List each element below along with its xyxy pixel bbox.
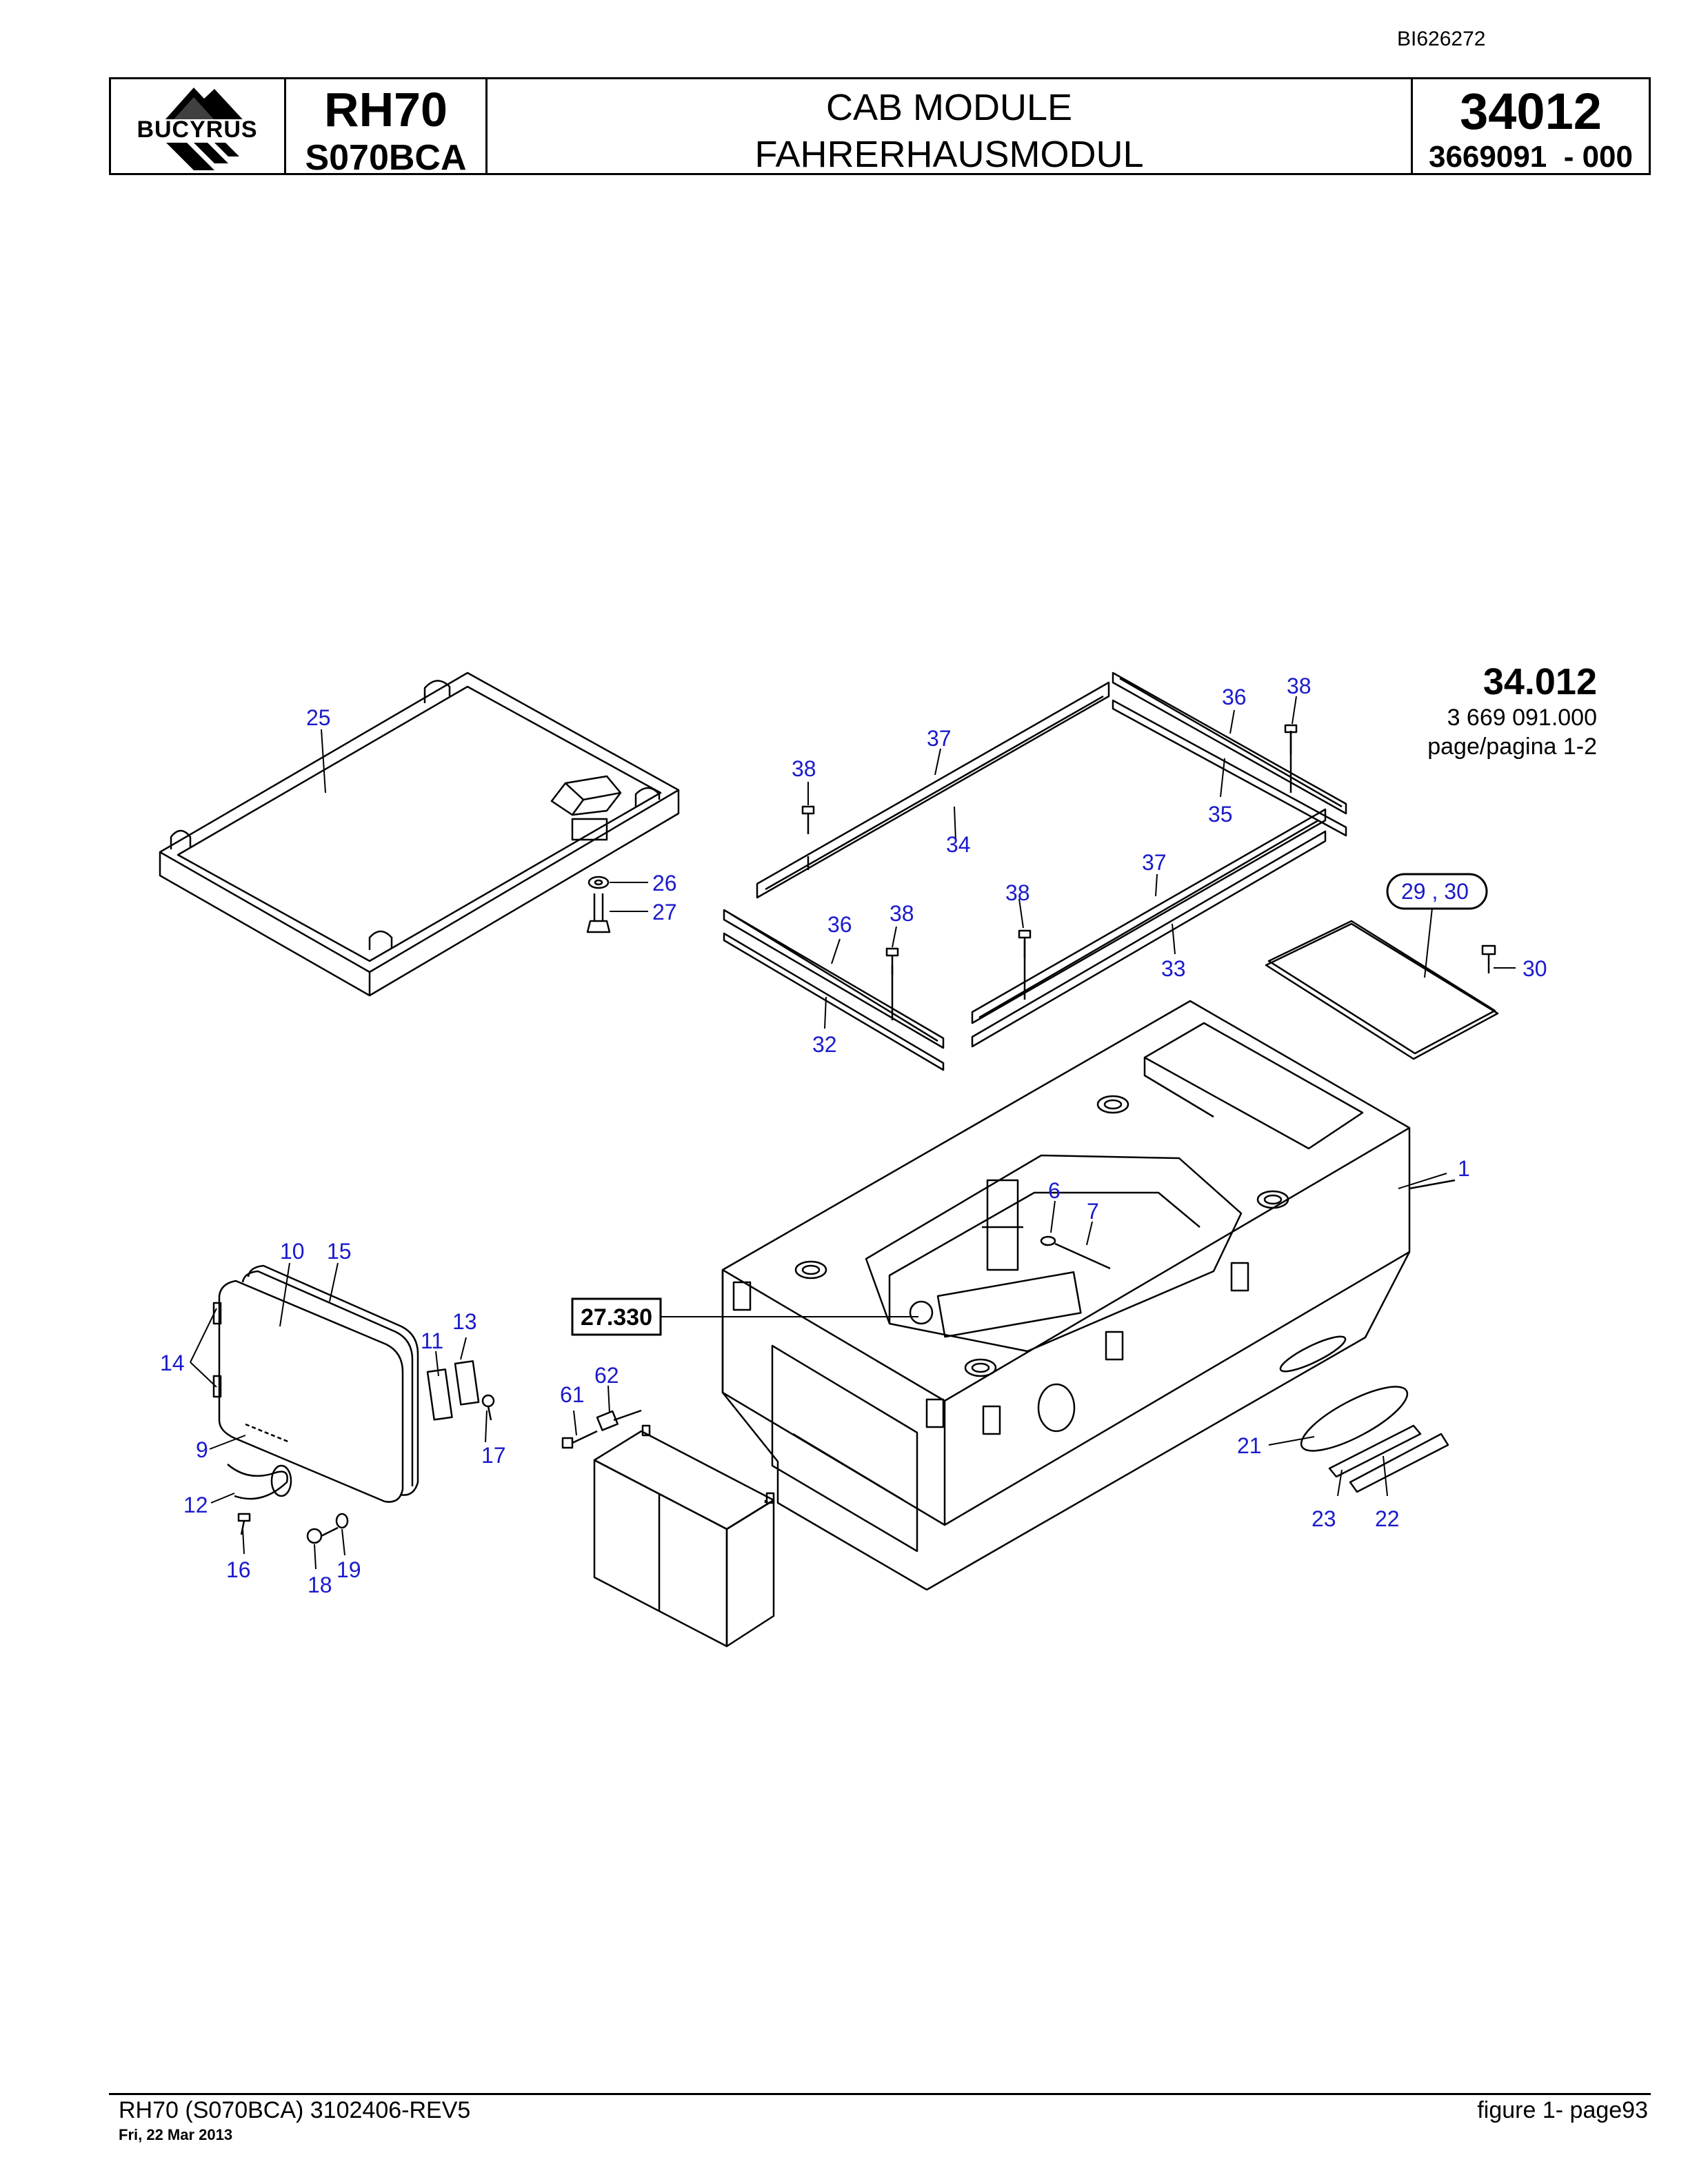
callout-14: 14 — [160, 1351, 185, 1375]
footer-date: Fri, 22 Mar 2013 — [119, 2126, 233, 2143]
callout-16: 16 — [226, 1557, 251, 1582]
reference-group: 34.012 — [1483, 661, 1597, 702]
callout-62: 62 — [594, 1363, 619, 1388]
title-english: CAB MODULE — [825, 87, 1073, 128]
callout-23: 23 — [1312, 1506, 1336, 1531]
callout-35: 35 — [1208, 802, 1233, 827]
callout-labels: 25 26 27 38 37 34 36 38 35 36 38 38 37 3… — [160, 674, 1547, 1597]
number-cell: 34012 3669091 - 000 — [1413, 79, 1649, 174]
callout-7: 7 — [1087, 1199, 1099, 1224]
callout-6: 6 — [1048, 1178, 1061, 1203]
callout-38-d: 38 — [1005, 880, 1030, 905]
callout-17: 17 — [481, 1443, 506, 1468]
callout-25: 25 — [306, 705, 331, 730]
callout-38-c: 38 — [890, 901, 914, 926]
callout-36-b: 36 — [827, 912, 852, 937]
capsule-frame — [1386, 873, 1488, 910]
side-door — [212, 1264, 419, 1503]
part-number: 3669091 - 000 — [1428, 140, 1634, 174]
callout-13: 13 — [452, 1309, 477, 1334]
bolts-38 — [801, 724, 1298, 975]
callout-29-30: 29 , 30 — [1401, 879, 1469, 904]
callout-12: 12 — [183, 1493, 208, 1517]
callout-33: 33 — [1161, 956, 1186, 981]
callout-38-b: 38 — [1287, 674, 1312, 698]
title-block: BUCYRUS RH70 S070BCA CAB MODULE FAHRERHA… — [109, 77, 1651, 178]
group-number: 34012 — [1460, 83, 1602, 140]
callout-18: 18 — [308, 1573, 332, 1597]
title-german: FAHRERHAUSMODUL — [754, 134, 1144, 175]
model-name: RH70 — [324, 83, 448, 136]
callout-22: 22 — [1375, 1506, 1400, 1531]
logo-cell: BUCYRUS — [111, 79, 286, 173]
callout-15: 15 — [327, 1239, 352, 1264]
model-code: S070BCA — [305, 138, 467, 178]
drawing-reference: 34.012 3 669 091.000 page/pagina 1-2 — [1427, 660, 1597, 761]
floor-tray-part — [159, 671, 680, 997]
reference-number: 3 669 091.000 — [1447, 705, 1597, 731]
callout-27: 27 — [652, 900, 677, 924]
callout-61: 61 — [560, 1382, 585, 1407]
reference-page: page/pagina 1-2 — [1427, 734, 1597, 760]
model-cell: RH70 S070BCA — [286, 79, 488, 178]
line-art — [159, 671, 1499, 1648]
logo-text: BUCYRUS — [137, 117, 257, 143]
callout-10: 10 — [280, 1239, 305, 1264]
callout-36-a: 36 — [1222, 685, 1247, 709]
cover-and-strips — [1300, 1386, 1449, 1493]
perforated-plate — [1265, 920, 1499, 1060]
electrical-box — [593, 1424, 775, 1648]
bolt-sleeve-61-62 — [561, 1409, 642, 1449]
frame-rails — [723, 671, 1347, 1071]
bucyrus-logo: BUCYRUS — [122, 88, 272, 170]
callout-1: 1 — [1458, 1156, 1470, 1181]
callout-34: 34 — [946, 832, 971, 857]
callout-32: 32 — [812, 1032, 837, 1057]
latches-11-13 — [426, 1360, 495, 1421]
document-id: BI626272 — [1397, 28, 1486, 50]
callout-21: 21 — [1237, 1433, 1262, 1458]
callout-37-a: 37 — [927, 726, 952, 751]
leader-lines — [190, 696, 1516, 1570]
bolts-16-18-19 — [237, 1513, 349, 1544]
washer-bolt-26-27 — [586, 876, 611, 933]
callout-11: 11 — [421, 1328, 443, 1353]
cab-module-body — [721, 1000, 1456, 1591]
callout-19: 19 — [336, 1557, 361, 1582]
callout-26: 26 — [652, 871, 677, 896]
footer-page: figure 1- page93 — [1477, 2097, 1648, 2123]
footer-document: RH70 (S070BCA) 3102406-REV5 — [119, 2097, 471, 2123]
callout-9: 9 — [196, 1437, 208, 1462]
callout-30: 30 — [1523, 956, 1547, 981]
callout-38-a: 38 — [792, 756, 816, 781]
boxed-reference: 27.330 — [581, 1304, 652, 1331]
title-cell: CAB MODULE FAHRERHAUSMODUL — [488, 79, 1413, 175]
footer-rule — [109, 2093, 1651, 2095]
callout-37-b: 37 — [1142, 850, 1167, 875]
boxed-reference-frame — [571, 1297, 662, 1336]
